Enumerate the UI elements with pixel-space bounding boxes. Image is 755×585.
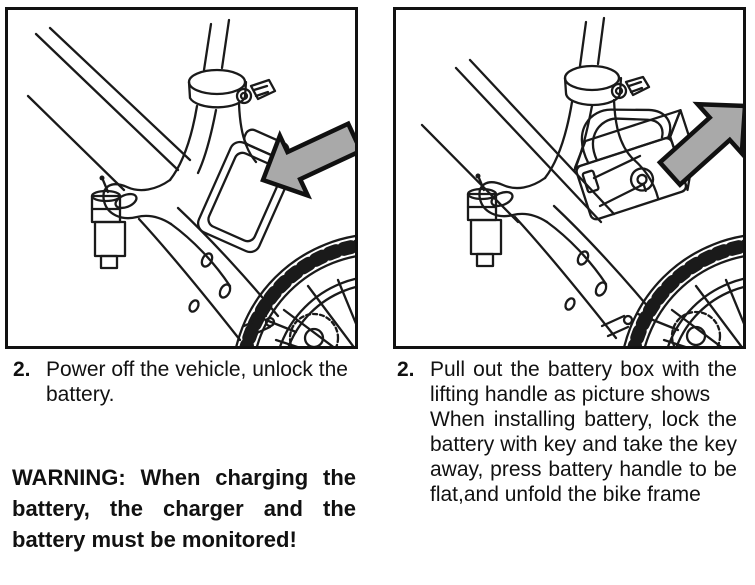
- figure-panel-battery-locked: [5, 7, 358, 349]
- frame-diagonal-tubes: [26, 26, 192, 192]
- step-text-right-part2: When installing battery, lock the batter…: [430, 408, 737, 506]
- arrow-up-right-icon: [656, 101, 743, 188]
- seat-clamp: [187, 68, 277, 109]
- seat-post: [202, 18, 231, 72]
- folding-bracket: [102, 178, 232, 288]
- rear-wheel: [623, 235, 743, 346]
- brake-detail: [242, 314, 276, 338]
- battery-box-lifted: [573, 108, 696, 221]
- seat-post: [578, 16, 606, 68]
- step-number-right: 2.: [397, 358, 415, 381]
- down-tube: [513, 204, 656, 340]
- step-right: 2. Pull out the battery box with the lif…: [397, 357, 737, 507]
- arrow-left-icon: [260, 120, 355, 200]
- bike-battery-locked-illustration: [26, 18, 355, 346]
- step-left: 2. Power off the vehicle, unlock the bat…: [13, 357, 349, 407]
- rear-wheel: [235, 235, 355, 346]
- battery-lifting-handle: [580, 108, 672, 165]
- frame-hinge: [90, 175, 127, 270]
- seat-clamp: [563, 64, 651, 107]
- folding-bracket: [478, 176, 608, 286]
- frame-hinge: [466, 173, 503, 268]
- step-text-right: Pull out the battery box with the liftin…: [430, 357, 737, 507]
- step-text-right-part1: Pull out the battery box with the liftin…: [430, 358, 737, 406]
- step-text-left: Power off the vehicle, unlock the batter…: [46, 358, 348, 406]
- brake-detail: [600, 314, 634, 338]
- warning-text: WARNING: When charging the battery, the …: [12, 465, 356, 552]
- step-number-left: 2.: [13, 358, 31, 381]
- bike-battery-pulled-illustration: [420, 16, 743, 346]
- figure-panel-battery-removed: [393, 7, 746, 349]
